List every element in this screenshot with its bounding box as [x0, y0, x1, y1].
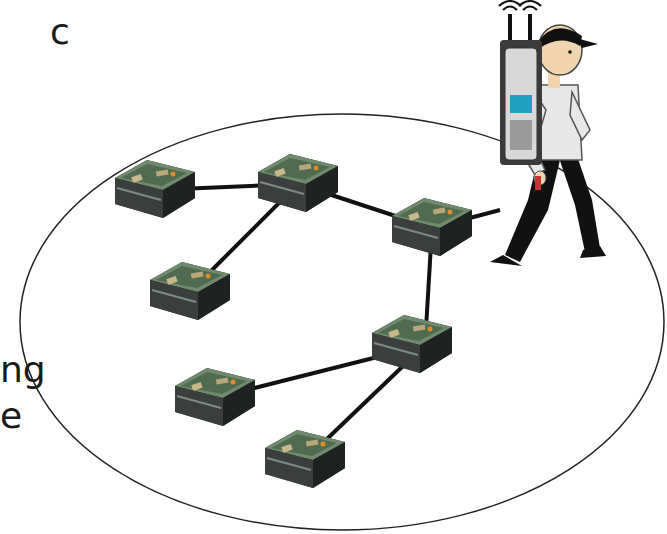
person-with-base-station: [490, 1, 606, 266]
cut-off-text: ng: [0, 352, 46, 388]
radio-links: [155, 184, 500, 460]
network-boundary: [20, 114, 664, 530]
sensor-motes: [115, 154, 472, 488]
cut-off-text: e: [0, 398, 22, 434]
cut-off-text: c: [50, 14, 70, 50]
